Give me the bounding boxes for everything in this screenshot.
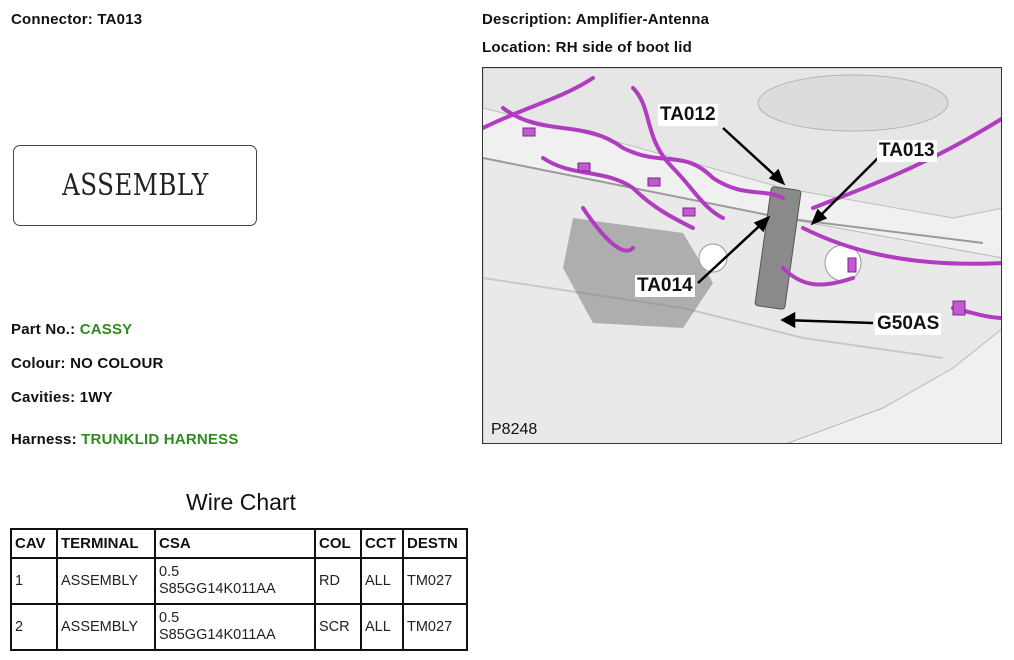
colour-value: NO COLOUR xyxy=(70,355,164,372)
harness-field: Harness: TRUNKLID HARNESS xyxy=(11,431,239,448)
part-number-field: Part No.: CASSY xyxy=(11,321,132,338)
table-row: 1 ASSEMBLY 0.5 S85GG14K011AA RD ALL TM02… xyxy=(10,557,468,605)
colour-field: Colour: NO COLOUR xyxy=(11,355,164,372)
location-field: Location: RH side of boot lid xyxy=(482,39,692,56)
cell-col: RD xyxy=(314,557,362,605)
csa-size: 0.5 xyxy=(159,610,180,626)
cell-csa: 0.5 S85GG14K011AA xyxy=(154,557,316,605)
cell-col: SCR xyxy=(314,603,362,651)
connector-field: Connector: TA013 xyxy=(11,11,142,28)
callout-ta013: TA013 xyxy=(877,140,937,162)
callout-ta014: TA014 xyxy=(635,275,695,297)
table-header-row: CAV TERMINAL CSA COL CCT DESTN xyxy=(10,528,468,559)
connector-label: Connector: xyxy=(11,11,93,28)
header-cct: CCT xyxy=(360,528,404,559)
harness-label: Harness: xyxy=(11,431,77,448)
cavities-field: Cavities: 1WY xyxy=(11,389,113,406)
header-destn: DESTN xyxy=(402,528,468,559)
location-photo: TA012 TA013 TA014 G50AS P8248 xyxy=(482,67,1002,444)
description-label: Description: xyxy=(482,11,572,28)
cell-csa: 0.5 S85GG14K011AA xyxy=(154,603,316,651)
header-col: COL xyxy=(314,528,362,559)
cell-terminal: ASSEMBLY xyxy=(56,557,156,605)
cell-cct: ALL xyxy=(360,557,404,605)
location-value: RH side of boot lid xyxy=(555,39,692,56)
photo-id: P8248 xyxy=(491,421,538,438)
cavities-label: Cavities: xyxy=(11,389,76,406)
harness-value: TRUNKLID HARNESS xyxy=(81,431,239,448)
header-cav: CAV xyxy=(10,528,58,559)
callout-ta012: TA012 xyxy=(658,104,718,126)
cell-destn: TM027 xyxy=(402,557,468,605)
cell-cct: ALL xyxy=(360,603,404,651)
cell-cav: 2 xyxy=(10,603,58,651)
cell-destn: TM027 xyxy=(402,603,468,651)
description-value: Amplifier-Antenna xyxy=(575,11,710,28)
description-field: Description: Amplifier-Antenna xyxy=(482,11,709,28)
wire-chart-table: CAV TERMINAL CSA COL CCT DESTN 1 ASSEMBL… xyxy=(10,528,468,651)
part-number-label: Part No.: xyxy=(11,321,76,338)
cavities-value: 1WY xyxy=(79,389,113,406)
assembly-connector-image: ASSEMBLY xyxy=(13,145,257,226)
csa-part: S85GG14K011AA xyxy=(159,627,276,643)
wire-chart-title: Wire Chart xyxy=(186,489,296,515)
assembly-text: ASSEMBLY xyxy=(61,168,209,203)
callout-g50as: G50AS xyxy=(875,313,942,335)
cell-terminal: ASSEMBLY xyxy=(56,603,156,651)
header-terminal: TERMINAL xyxy=(56,528,156,559)
part-number-value: CASSY xyxy=(79,321,133,338)
connector-value: TA013 xyxy=(97,11,143,28)
boot-lid-illustration xyxy=(483,68,1001,443)
location-label: Location: xyxy=(482,39,552,56)
table-row: 2 ASSEMBLY 0.5 S85GG14K011AA SCR ALL TM0… xyxy=(10,603,468,651)
colour-label: Colour: xyxy=(11,355,66,372)
header-csa: CSA xyxy=(154,528,316,559)
csa-part: S85GG14K011AA xyxy=(159,581,276,597)
cell-cav: 1 xyxy=(10,557,58,605)
csa-size: 0.5 xyxy=(159,564,180,580)
